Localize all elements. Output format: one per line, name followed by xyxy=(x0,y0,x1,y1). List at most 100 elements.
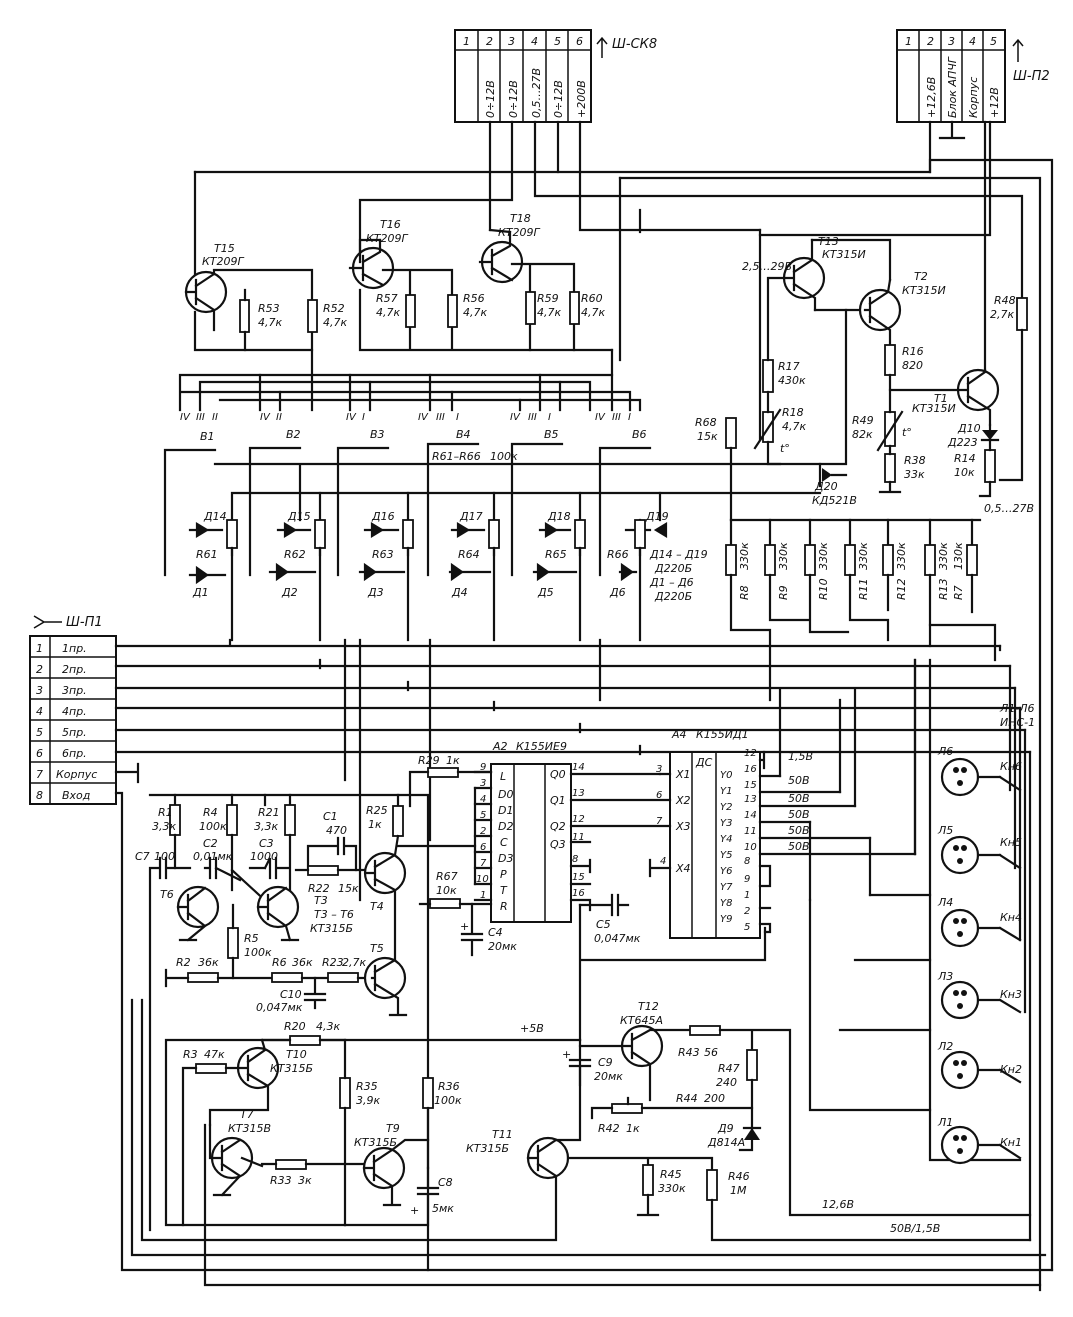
svg-text:130к: 130к xyxy=(952,542,965,570)
svg-text:Кн3: Кн3 xyxy=(1000,988,1022,1001)
svg-text:Д14: Д14 xyxy=(203,510,227,523)
svg-text:R10: R10 xyxy=(817,578,830,600)
svg-text:330к: 330к xyxy=(857,542,870,570)
transistor-t1: Т1 КТ315И xyxy=(912,368,1000,427)
svg-text:15: 15 xyxy=(572,872,585,883)
svg-text:Д9: Д9 xyxy=(717,1122,734,1135)
svg-text:C: C xyxy=(500,836,508,849)
sk8-signal-4: 0,5…27В xyxy=(530,68,543,118)
resistor-r29: R29 1к xyxy=(408,754,493,808)
t1-ref: Т1 xyxy=(934,392,948,405)
svg-text:R62: R62 xyxy=(284,548,306,561)
svg-text:36к: 36к xyxy=(198,956,219,969)
svg-text:IV: IV xyxy=(346,412,357,423)
resistor-r5: R5 100к xyxy=(227,903,272,980)
p2-signal-5: +12В xyxy=(988,87,1001,118)
svg-text:5: 5 xyxy=(480,810,486,821)
svg-text:9: 9 xyxy=(480,762,486,773)
svg-text:Т11: Т11 xyxy=(492,1128,513,1141)
svg-text:ИНС-1: ИНС-1 xyxy=(1000,716,1035,729)
connector-p2: 1 2 3 4 5 +12,6В Блок АПЧГ Корпус +12В Ш… xyxy=(896,29,1050,140)
svg-text:3: 3 xyxy=(656,764,662,775)
svg-text:0,047мк: 0,047мк xyxy=(594,932,641,945)
p1-signal-8: Вход xyxy=(62,789,90,802)
svg-text:D3: D3 xyxy=(498,852,513,865)
p1-pin-7: 7 xyxy=(36,768,43,781)
svg-text:100к: 100к xyxy=(490,450,518,463)
svg-text:Q2: Q2 xyxy=(550,820,566,833)
resistor-r14: R14 10к 0,5…27В xyxy=(954,438,1034,515)
lamp-l3: Л3 Кн3 xyxy=(937,970,1022,1020)
svg-text:1: 1 xyxy=(744,890,750,901)
svg-text:Д6: Д6 xyxy=(609,586,626,599)
resistor-r17: R17 430к xyxy=(762,276,806,393)
svg-text:R64: R64 xyxy=(458,548,480,561)
svg-text:R5: R5 xyxy=(244,932,259,945)
svg-text:Кн5: Кн5 xyxy=(1000,836,1022,849)
p1-signal-2: 2пр. xyxy=(62,663,87,676)
svg-text:15к: 15к xyxy=(697,430,718,443)
capacitor-c4: + С4 20мк xyxy=(460,902,517,957)
transistor-t12: Т12 КТ645А xyxy=(578,1000,692,1102)
t1-type: КТ315И xyxy=(912,402,956,415)
p1-signal-5: 5пр. xyxy=(62,726,87,739)
resistor-r52: R52 4,7к xyxy=(307,299,347,333)
svg-text:R56: R56 xyxy=(463,292,485,305)
svg-text:IV: IV xyxy=(260,412,271,423)
svg-text:С4: С4 xyxy=(488,926,503,939)
svg-text:2,7к: 2,7к xyxy=(342,956,366,969)
p2-signal-2: +12,6В xyxy=(925,77,938,118)
p1-pin-8: 8 xyxy=(36,789,43,802)
svg-text:С2: С2 xyxy=(203,837,218,850)
svg-text:Т9: Т9 xyxy=(386,1122,400,1135)
svg-text:R38: R38 xyxy=(904,454,926,467)
lamp-l2: Л2 Кн2 xyxy=(937,1040,1022,1090)
svg-text:4,3к: 4,3к xyxy=(316,1020,340,1033)
sk8-signal-5: 0÷12В xyxy=(552,80,565,118)
p1-signal-6: 6пр. xyxy=(62,747,87,760)
svg-text:4,7к: 4,7к xyxy=(581,306,605,319)
svg-text:P: P xyxy=(500,868,507,881)
svg-text:3к: 3к xyxy=(298,1174,312,1187)
svg-text:R2: R2 xyxy=(176,956,191,969)
svg-text:100к: 100к xyxy=(434,1094,462,1107)
svg-text:1М: 1М xyxy=(730,1184,747,1197)
svg-text:10к: 10к xyxy=(436,884,457,897)
svg-text:0,01мк: 0,01мк xyxy=(193,850,233,863)
switch-b2: В2 xyxy=(286,428,301,441)
svg-text:Л6: Л6 xyxy=(937,745,953,758)
svg-text:R66: R66 xyxy=(607,548,629,561)
transistor-t5: Т5 xyxy=(363,942,408,1017)
svg-text:ДС: ДС xyxy=(695,756,713,769)
channel-3: Д16 R63 Д3 xyxy=(358,510,414,642)
svg-text:330к: 330к xyxy=(658,1182,686,1195)
svg-text:2,7к: 2,7к xyxy=(990,308,1014,321)
svg-text:R14: R14 xyxy=(954,452,976,465)
svg-text:Т3 – Т6: Т3 – Т6 xyxy=(314,908,354,921)
switch-bus: IV III II IV II IV I IV III I IV III I I… xyxy=(178,348,642,423)
svg-text:1к: 1к xyxy=(446,754,460,767)
svg-text:R33: R33 xyxy=(270,1174,292,1187)
svg-text:I: I xyxy=(456,412,459,423)
diode-d9: Д9 Д814А xyxy=(707,1122,762,1149)
lamp-l1: Л1 Кн1 xyxy=(937,1116,1022,1165)
channel-6: Д19 R66 Д6 xyxy=(607,510,669,642)
p2-pin-5: 5 xyxy=(990,35,997,48)
svg-text:С7: С7 xyxy=(135,850,150,863)
svg-text:R9: R9 xyxy=(777,585,790,600)
svg-text:330к: 330к xyxy=(777,542,790,570)
svg-text:R48: R48 xyxy=(994,294,1016,307)
svg-text:Х2: Х2 xyxy=(675,794,691,807)
svg-text:Y3: Y3 xyxy=(720,818,732,829)
svg-text:R47: R47 xyxy=(718,1062,740,1075)
resistor-r46: R46 1М xyxy=(706,1169,1032,1242)
svg-text:D0: D0 xyxy=(498,788,513,801)
svg-text:t°: t° xyxy=(902,426,912,439)
sk8-signal-6: +200В xyxy=(575,80,588,118)
svg-text:Д3: Д3 xyxy=(367,586,384,599)
multivibrator: R1 3,3к R4 100к R21 3,3к R25 1к С7 100 С… xyxy=(135,793,477,1272)
svg-text:R21: R21 xyxy=(258,806,280,819)
resistor-r60: R60 4,7к xyxy=(569,291,605,325)
svg-text:IV: IV xyxy=(595,412,606,423)
svg-text:20мк: 20мк xyxy=(594,1070,623,1083)
